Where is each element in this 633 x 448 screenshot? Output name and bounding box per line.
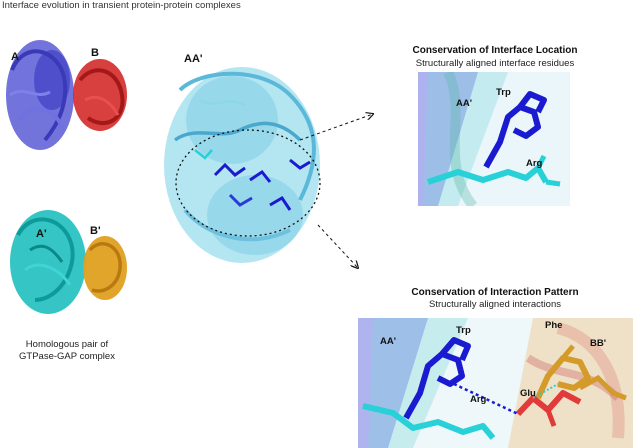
label-chain-a-prime: A' bbox=[36, 228, 47, 240]
complex-ab-chain-b bbox=[73, 59, 127, 131]
location-label-trp: Trp bbox=[496, 87, 511, 98]
label-aligned-aa: AA' bbox=[184, 53, 203, 65]
location-label-aa: AA' bbox=[456, 98, 472, 109]
pattern-inset: AA' Trp Arg Phe BB' Glu bbox=[358, 318, 633, 448]
pattern-label-aa: AA' bbox=[380, 336, 396, 347]
figure-title: Interface evolution in transient protein… bbox=[2, 0, 241, 11]
complex-ab-chain-a bbox=[6, 40, 74, 150]
arrow-to-pattern-panel bbox=[317, 224, 358, 268]
pattern-label-glu: Glu bbox=[520, 388, 536, 399]
caption-line1: Homologous pair of bbox=[25, 339, 109, 350]
caption-line2: GTPase-GAP complex bbox=[19, 351, 115, 362]
pattern-label-arg: Arg bbox=[470, 394, 487, 405]
location-label-arg: Arg bbox=[526, 158, 543, 169]
arrow-to-location-panel bbox=[299, 114, 373, 141]
pattern-label-bb: BB' bbox=[590, 338, 606, 349]
location-inset: AA' Trp Arg bbox=[418, 72, 570, 206]
pattern-heading: Conservation of Interaction Pattern bbox=[411, 287, 579, 298]
location-subheading: Structurally aligned interface residues bbox=[415, 58, 575, 69]
pattern-inset-drawing bbox=[358, 318, 633, 448]
complex-ab-prime-chain-a bbox=[10, 210, 86, 314]
interface-region-outline bbox=[175, 129, 321, 237]
pattern-label-phe: Phe bbox=[545, 320, 563, 331]
pattern-subheading: Structurally aligned interactions bbox=[428, 299, 561, 310]
complex-ab-prime-chain-b bbox=[83, 236, 127, 300]
aligned-structure-aa bbox=[164, 67, 320, 263]
pattern-label-trp: Trp bbox=[456, 325, 471, 336]
label-chain-b: B bbox=[91, 47, 99, 59]
location-inset-drawing bbox=[418, 72, 570, 206]
label-chain-a: A bbox=[11, 51, 19, 63]
label-chain-b-prime: B' bbox=[90, 225, 101, 237]
location-heading: Conservation of Interface Location bbox=[412, 45, 578, 56]
